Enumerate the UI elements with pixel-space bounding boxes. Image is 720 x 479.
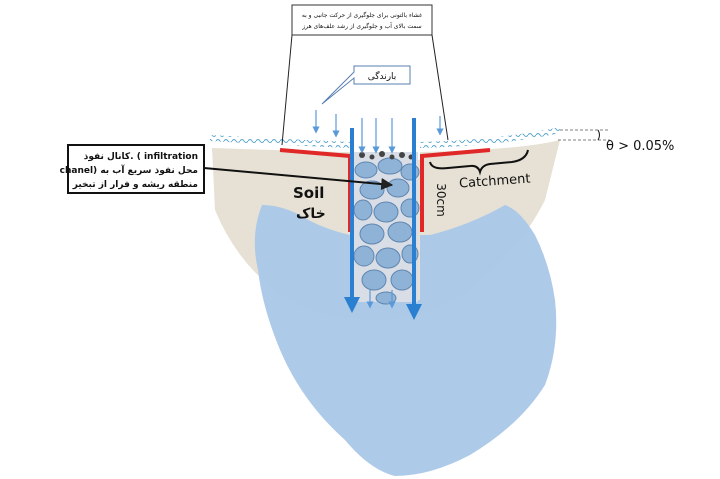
soil-label-en: Soil — [293, 184, 324, 202]
catchment-label: Catchment — [459, 172, 531, 192]
channel-line1: کانال نفوذ. ( infiltration — [84, 152, 198, 162]
top-note-line1: غشاء بالتونی برای جلوگیری از حرکت جانبی … — [302, 11, 422, 19]
surface-membrane-right — [419, 127, 561, 148]
rain-arrows — [312, 110, 444, 309]
top-note-line2: سمت بالای آب و جلوگیری از رشد علف‌های هر… — [301, 21, 421, 30]
channel-line3: منطقه ریشه و فرار از تبخیر — [72, 180, 198, 190]
infiltration-channel — [352, 151, 420, 305]
red-membrane-right — [420, 148, 491, 232]
depth-label: 30cm — [434, 183, 448, 217]
channel-line2: chanel) محل نفوذ سریع آب به — [60, 164, 198, 176]
slope-indicator — [558, 129, 610, 141]
surface-membrane-left — [209, 135, 351, 148]
soil-label-fa: خاک — [296, 206, 326, 222]
rain-label: بارندگی — [368, 70, 397, 82]
slope-label: θ > 0.05% — [606, 139, 674, 154]
top-note-callout — [281, 4, 449, 146]
wetting-zone — [254, 205, 557, 476]
channel-callout — [67, 144, 394, 194]
rain-callout — [321, 65, 411, 105]
catchment-brace — [429, 149, 529, 176]
